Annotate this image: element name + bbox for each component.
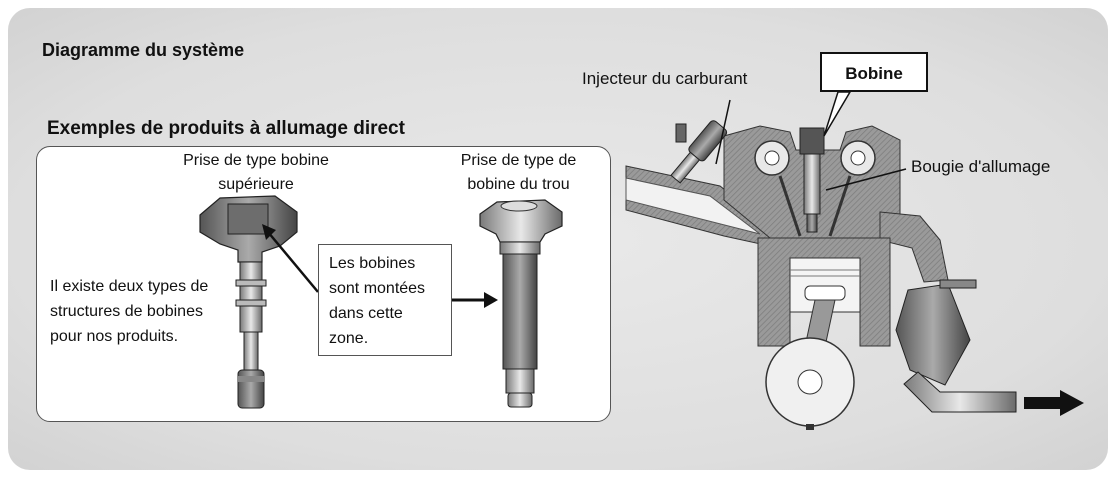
coil-label-box: Bobine [820, 52, 928, 92]
hole-coil-label: Prise de type de bobine du trou [446, 149, 591, 197]
top-coil-label-line1: Prise de type bobine [183, 152, 329, 169]
description-line2: structures de bobines [50, 303, 203, 320]
mounting-zone-callout: Les bobines sont montées dans cette zone… [318, 244, 452, 356]
description-line1: Il existe deux types de [50, 278, 209, 295]
coil-types-description: Il existe deux types de structures de bo… [50, 274, 250, 349]
diagram-title: Diagramme du système [42, 40, 245, 60]
examples-heading: Exemples de produits à allumage direct [47, 118, 405, 139]
top-coil-label: Prise de type bobine supérieure [158, 149, 354, 197]
hole-coil-label-line2: bobine du trou [467, 176, 570, 193]
engine-illustration [625, 120, 1084, 430]
hole-coil-label-line1: Prise de type de [460, 152, 577, 169]
spark-plug-label: Bougie d'allumage [911, 157, 1051, 176]
top-coil-label-line2: supérieure [218, 176, 294, 193]
callout-line2: sont montées [329, 280, 426, 297]
hole-coil-illustration [479, 199, 563, 408]
top-coil-illustration [199, 195, 298, 409]
description-line3: pour nos produits. [50, 328, 179, 345]
fuel-injector-label: Injecteur du carburant [582, 69, 748, 88]
callout-line3: dans cette [329, 305, 403, 322]
callout-line1: Les bobines [329, 255, 416, 272]
callout-line4: zone. [329, 330, 369, 347]
